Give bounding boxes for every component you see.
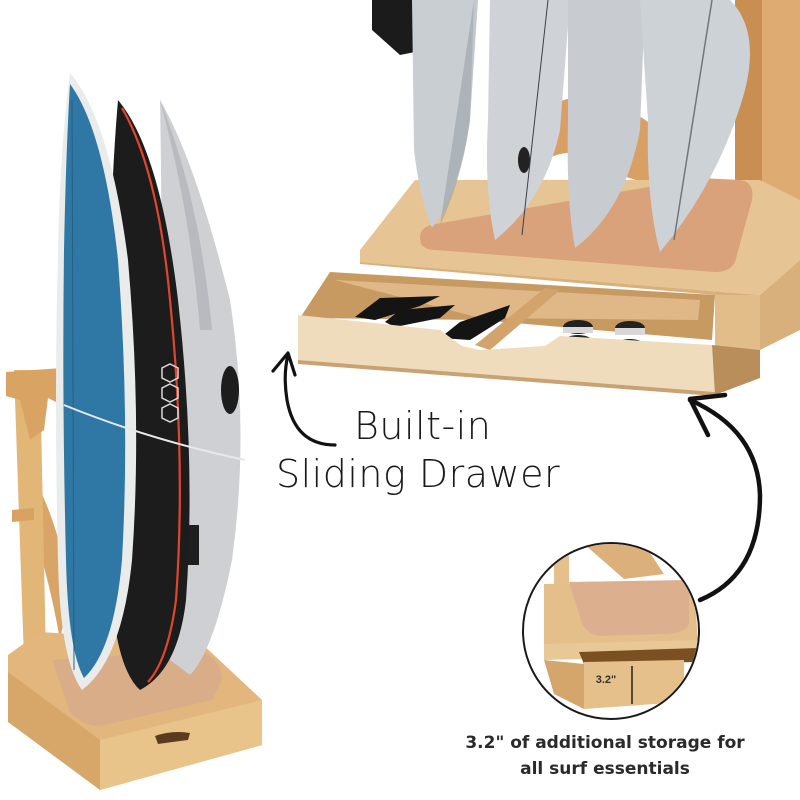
headline-line-1: Built-in — [354, 404, 492, 448]
drawer-inset-circle — [522, 542, 700, 720]
left-rack-photo — [0, 60, 270, 800]
arrow-to-drawer-icon — [255, 345, 345, 455]
inset-dimension-label: 3.2" — [595, 674, 617, 686]
subcaption-line-1: 3.2" of additional storage for — [465, 733, 745, 753]
arrow-from-inset-icon — [670, 385, 780, 605]
subcaption-line-2: all surf essentials — [520, 759, 690, 779]
headline-line-2: Sliding Drawer — [276, 452, 561, 496]
headline: Built-in Sliding Drawer — [276, 402, 576, 498]
top-rack-photo — [290, 0, 800, 400]
subcaption: 3.2" of additional storage for all surf … — [430, 730, 780, 782]
